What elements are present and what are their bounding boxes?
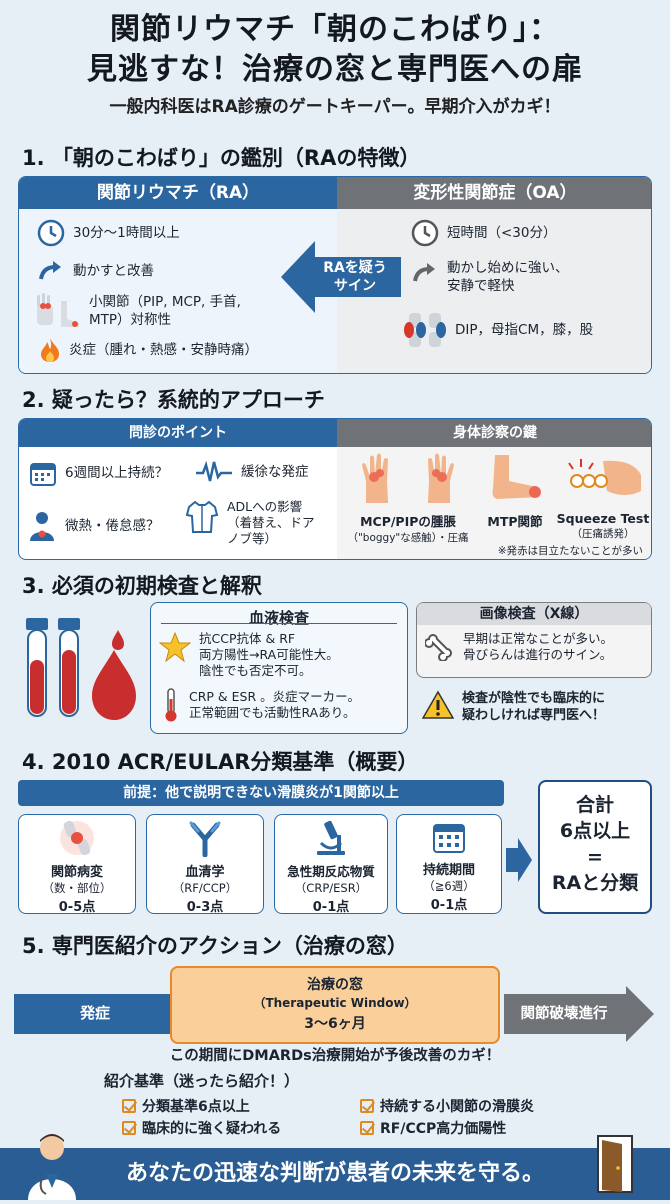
total-line3: = bbox=[587, 846, 603, 868]
imaging-header: 画像検査（X線） bbox=[417, 603, 651, 625]
referral-item: 臨床的に強く疑われる bbox=[122, 1118, 281, 1138]
knee-joint-icon bbox=[403, 313, 447, 352]
ra-header: 関節リウマチ（RA） bbox=[19, 177, 337, 209]
oa-item-joints: DIP，母指CM，膝，股 bbox=[403, 313, 593, 352]
warning-icon bbox=[421, 690, 455, 725]
timeline-arrow bbox=[14, 986, 654, 1042]
page-title-line1: 関節リウマチ「朝のこわばり」： bbox=[110, 12, 560, 47]
arrow-up-icon bbox=[37, 257, 65, 290]
exam-item-mcp-pip: MCP/PIPの腫脹 （"boggy"な感触）・圧痛 bbox=[345, 451, 471, 547]
ra-sign-label: RAを疑う サイン bbox=[323, 260, 387, 294]
interview-item-fever: 微熱・倦怠感？ bbox=[27, 509, 160, 546]
criteria-joint: 関節病変 （数・部位） 0-5点 bbox=[18, 814, 136, 915]
pulse-wave-icon bbox=[195, 459, 233, 490]
interview-item-onset: 緩徐な発症 bbox=[195, 459, 309, 490]
section2-title: 2. 疑ったら？系統的アプローチ bbox=[22, 388, 325, 412]
door-icon bbox=[596, 1134, 640, 1198]
blood-test-card: 血液検査 抗CCP抗体 & RF 両方陽性→RA可能性大。 陰性でも否定不可。 … bbox=[150, 602, 408, 734]
interview-item-duration: 6週間以上持続？ bbox=[29, 459, 168, 492]
hand-foot-joint-icon bbox=[33, 291, 81, 336]
exam-note: ※発赤は目立たないことが多い bbox=[497, 545, 643, 557]
clock-icon bbox=[37, 219, 65, 252]
criteria-duration: 持続期間 （≧6週） 0-1点 bbox=[396, 814, 502, 914]
doctor-icon bbox=[24, 1130, 80, 1204]
warning-message: 検査が陰性でも臨床的に 疑わしければ専門医へ！ bbox=[421, 690, 605, 725]
arrow-up-icon bbox=[411, 259, 439, 292]
footer-message: あなたの迅速な判断が患者の未来を守る。 bbox=[125, 1161, 544, 1186]
timeline-onset: 発症 bbox=[79, 1004, 110, 1022]
blood-tubes-icon bbox=[20, 610, 140, 730]
flame-icon bbox=[39, 337, 61, 368]
blood-item-ccp-rf: 抗CCP抗体 & RF 両方陽性→RA可能性大。 陰性でも否定不可。 bbox=[158, 631, 339, 679]
checkbox-icon bbox=[122, 1121, 136, 1135]
calendar-icon bbox=[397, 819, 501, 859]
criteria-premise: 前提：他で説明できない滑膜炎が1関節以上 bbox=[18, 780, 504, 806]
interview-header: 問診のポイント bbox=[19, 419, 337, 447]
ra-item-small-joints: 小関節（PIP, MCP, 手首, MTP）対称性 bbox=[33, 291, 241, 336]
systematic-approach-panel: 問診のポイント 身体診察の鍵 6週間以上持続？ 緩徐な発症 微熱・倦怠感？ AD… bbox=[18, 418, 652, 560]
blood-test-header: 血液検査 bbox=[248, 609, 309, 627]
checkbox-icon bbox=[122, 1099, 136, 1113]
footer-banner: あなたの迅速な判断が患者の未来を守る。 bbox=[0, 1148, 670, 1200]
bone-icon bbox=[424, 631, 455, 665]
referral-header: 紹介基準（迷ったら紹介！） bbox=[104, 1072, 300, 1090]
joint-icon bbox=[19, 819, 135, 861]
calendar-icon bbox=[29, 459, 57, 492]
squeeze-icon bbox=[563, 459, 643, 509]
criteria-arrow-icon bbox=[506, 838, 532, 886]
antibody-icon bbox=[147, 819, 263, 861]
exam-item-mtp: MTP関節 bbox=[477, 451, 553, 547]
timeline-progress: 関節破壊進行 bbox=[520, 1006, 608, 1022]
foot-icon bbox=[485, 455, 545, 509]
exam-item-squeeze: Squeeze Test （圧痛誘発） bbox=[555, 451, 651, 547]
clock-icon bbox=[411, 219, 439, 252]
oa-item-start-pain: 動かし始めに強い、 安静で軽快 bbox=[411, 259, 569, 295]
key-message: この期間にDMARDs治療開始が予後改善のカギ！ bbox=[169, 1048, 501, 1064]
exam-header: 身体診察の鍵 bbox=[337, 419, 651, 447]
checkbox-icon bbox=[360, 1121, 374, 1135]
microscope-icon bbox=[275, 819, 387, 861]
ra-item-duration: 30分〜1時間以上 bbox=[37, 219, 180, 252]
section3-title: 3. 必須の初期検査と解釈 bbox=[22, 574, 262, 598]
imaging-card: 画像検査（X線） 早期は正常なことが多い。 骨びらんは進行のサイン。 bbox=[416, 602, 652, 678]
ra-item-inflammation: 炎症（腫れ・熱感・安静時痛） bbox=[39, 337, 258, 368]
total-line1: 合計 bbox=[575, 794, 614, 816]
header: 関節リウマチ「朝のこわばり」： 見逃すな！治療の窓と専門医への扉 一般内科医はR… bbox=[0, 0, 670, 117]
referral-item: 分類基準6点以上 bbox=[122, 1096, 250, 1116]
hands-icon bbox=[358, 453, 458, 509]
thermometer-icon bbox=[161, 687, 181, 727]
criteria-total: 合計 6点以上 = RAと分類 bbox=[538, 780, 652, 914]
total-line4: RAと分類 bbox=[551, 872, 639, 894]
checkbox-icon bbox=[360, 1099, 374, 1113]
oa-header: 変形性関節症（OA） bbox=[337, 177, 651, 209]
oa-item-duration: 短時間（<30分） bbox=[411, 219, 557, 252]
ra-background bbox=[19, 209, 337, 373]
section4-title: 4. 2010 ACR/EULAR分類基準（概要） bbox=[22, 750, 419, 774]
therapeutic-window: 治療の窓 （Therapeutic Window） 3〜6ヶ月 bbox=[170, 966, 500, 1044]
star-icon bbox=[158, 631, 192, 667]
ra-item-improves: 動かすと改善 bbox=[37, 257, 154, 290]
ra-sign-arrow: RAを疑う サイン bbox=[281, 241, 401, 313]
interview-item-adl: ADLへの影響 （着替え、ドア ノブ等） bbox=[185, 499, 315, 547]
page-subtitle: 一般内科医はRA診療のゲートキーパー。早期介入がカギ！ bbox=[109, 97, 561, 117]
person-fever-icon bbox=[27, 509, 57, 546]
referral-item: 持続する小関節の滑膜炎 bbox=[360, 1096, 534, 1116]
imaging-item: 早期は正常なことが多い。 骨びらんは進行のサイン。 bbox=[424, 631, 613, 665]
criteria-serology: 血清学 （RF/CCP） 0-3点 bbox=[146, 814, 264, 915]
shirt-icon bbox=[185, 499, 219, 537]
ra-oa-comparison-panel: 関節リウマチ（RA） 変形性関節症（OA） 30分〜1時間以上 動かすと改善 小… bbox=[18, 176, 652, 374]
section5-title: 5. 専門医紹介のアクション（治療の窓） bbox=[22, 934, 408, 958]
blood-item-crp-esr: CRP & ESR 。炎症マーカー。 正常範囲でも活動性RAあり。 bbox=[161, 687, 360, 727]
referral-item: RF/CCP高力価陽性 bbox=[360, 1118, 506, 1138]
page-title-line2: 見逃すな！治療の窓と専門医への扉 bbox=[87, 52, 583, 87]
section1-title: 1. 「朝のこわばり」の鑑別（RAの特徴） bbox=[22, 146, 421, 170]
criteria-acute-phase: 急性期反応物質 （CRP/ESR） 0-1点 bbox=[274, 814, 388, 915]
total-line2: 6点以上 bbox=[559, 820, 631, 842]
exam-background bbox=[337, 447, 651, 559]
